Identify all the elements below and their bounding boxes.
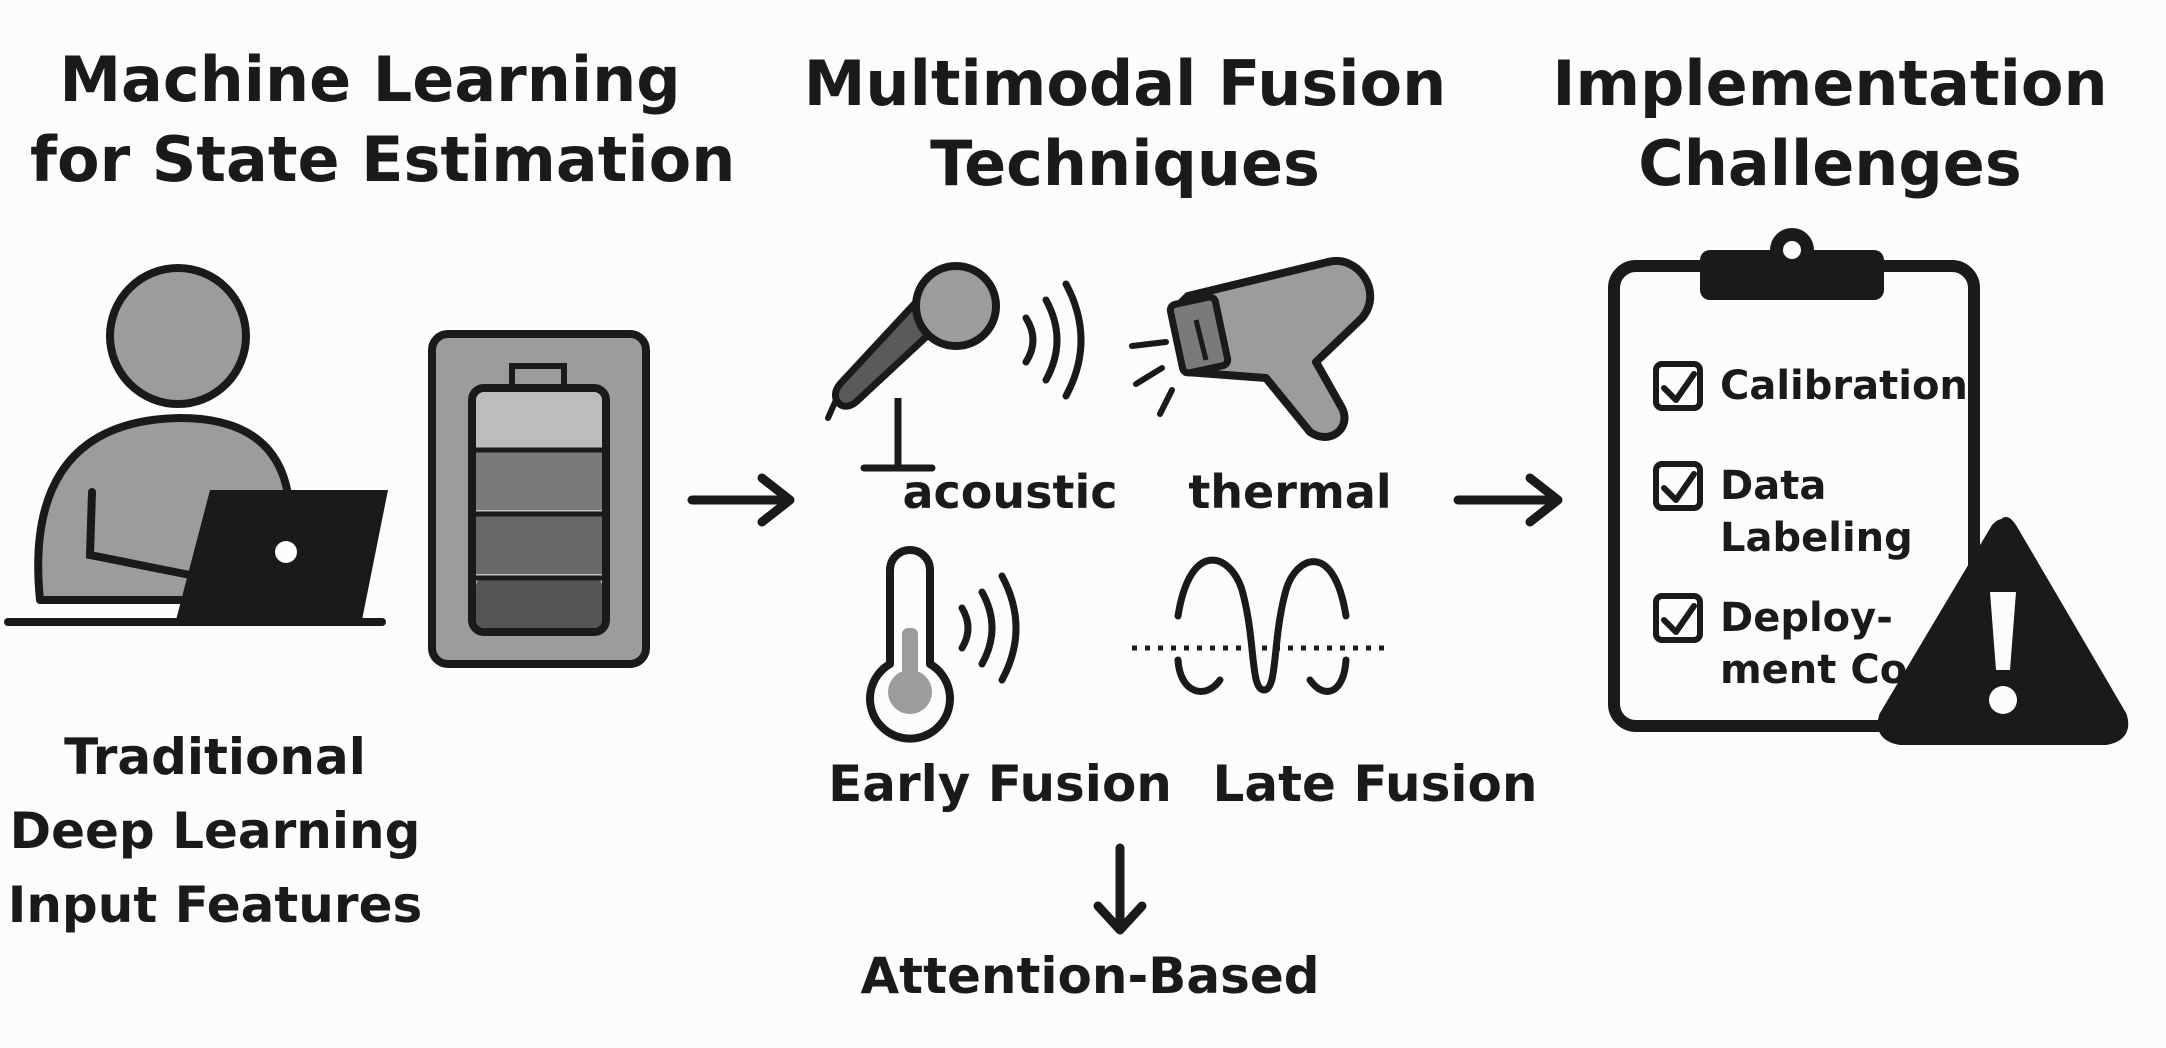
checklist-item-data-labeling: Data Labeling bbox=[1720, 460, 1970, 564]
caption-line: Input Features bbox=[7, 876, 423, 934]
arrow-right-icon bbox=[1453, 473, 1563, 527]
checklist-line: Data bbox=[1720, 463, 1827, 509]
label-attention-based: Attention-Based bbox=[860, 947, 1320, 1005]
title-line: Implementation bbox=[1552, 47, 2108, 120]
title-multimodal-fusion: Multimodal Fusion Techniques bbox=[790, 44, 1460, 204]
title-line: Techniques bbox=[930, 127, 1320, 200]
arrow-right-icon bbox=[687, 473, 795, 527]
thermometer-icon bbox=[866, 546, 1020, 743]
label-late-fusion: Late Fusion bbox=[1212, 755, 1538, 813]
caption-line: Traditional bbox=[64, 728, 366, 786]
warning-triangle-icon bbox=[1877, 517, 2129, 745]
checklist-item-calibration: Calibration bbox=[1720, 360, 1970, 412]
title-line: Multimodal Fusion bbox=[803, 47, 1447, 120]
title-ml-state-estimation: Machine Learning for State Estimation bbox=[30, 40, 736, 200]
checklist-line: Calibration bbox=[1720, 363, 1968, 409]
title-line: Challenges bbox=[1638, 127, 2022, 200]
label-thermal: thermal bbox=[1188, 465, 1392, 519]
checklist-line: Deploy- bbox=[1720, 595, 1893, 641]
title-line: for State Estimation bbox=[30, 123, 736, 196]
checklist-line: Labeling bbox=[1720, 515, 1913, 561]
waveform-icon bbox=[1132, 556, 1386, 695]
caption-traditional-deep-learning: Traditional Deep Learning Input Features bbox=[0, 720, 430, 942]
label-acoustic: acoustic bbox=[902, 465, 1118, 519]
checklist-item-deployment-cost: Deploy- ment Cos bbox=[1720, 592, 1970, 696]
person-with-laptop-icon bbox=[4, 264, 388, 626]
arrow-down-icon bbox=[1093, 843, 1147, 935]
caption-line: Deep Learning bbox=[9, 802, 421, 860]
title-implementation-challenges: Implementation Challenges bbox=[1530, 44, 2130, 204]
battery-icon bbox=[428, 330, 650, 668]
microphone-icon bbox=[825, 262, 1085, 472]
checklist-line: ment Cos bbox=[1720, 647, 1931, 693]
label-early-fusion: Early Fusion bbox=[828, 755, 1172, 813]
clipboard-checklist-icon bbox=[1608, 228, 1980, 732]
title-line: Machine Learning bbox=[59, 43, 681, 116]
thermal-camera-icon bbox=[1129, 256, 1375, 441]
